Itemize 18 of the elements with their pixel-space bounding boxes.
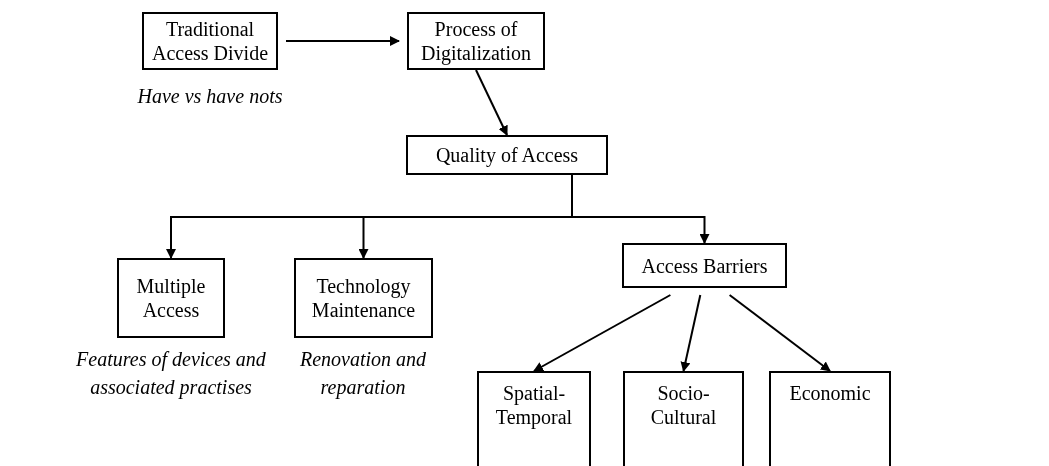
arrow xyxy=(475,69,508,136)
process-box: Traditional Access Divide xyxy=(142,12,278,70)
process-box: Process of Digitalization xyxy=(407,12,545,70)
caption-text: Renovation and reparation xyxy=(298,347,428,401)
process-box: Technology Maintenance xyxy=(294,258,433,338)
process-box: Economic xyxy=(769,371,891,466)
caption-text: Have vs have nots xyxy=(136,84,284,109)
caption-text: Features of devices and associated practises xyxy=(75,347,267,401)
arrow xyxy=(571,174,710,244)
process-box: Socio-Cultural xyxy=(623,371,744,466)
process-box: Multiple Access xyxy=(117,258,225,338)
arrow xyxy=(285,36,400,46)
process-box: Access Barriers xyxy=(622,243,787,288)
arrow xyxy=(728,294,831,372)
process-box: Spatial-Temporal xyxy=(477,371,591,466)
arrow xyxy=(533,294,672,372)
arrow xyxy=(680,294,702,372)
process-box: Quality of Access xyxy=(406,135,608,175)
